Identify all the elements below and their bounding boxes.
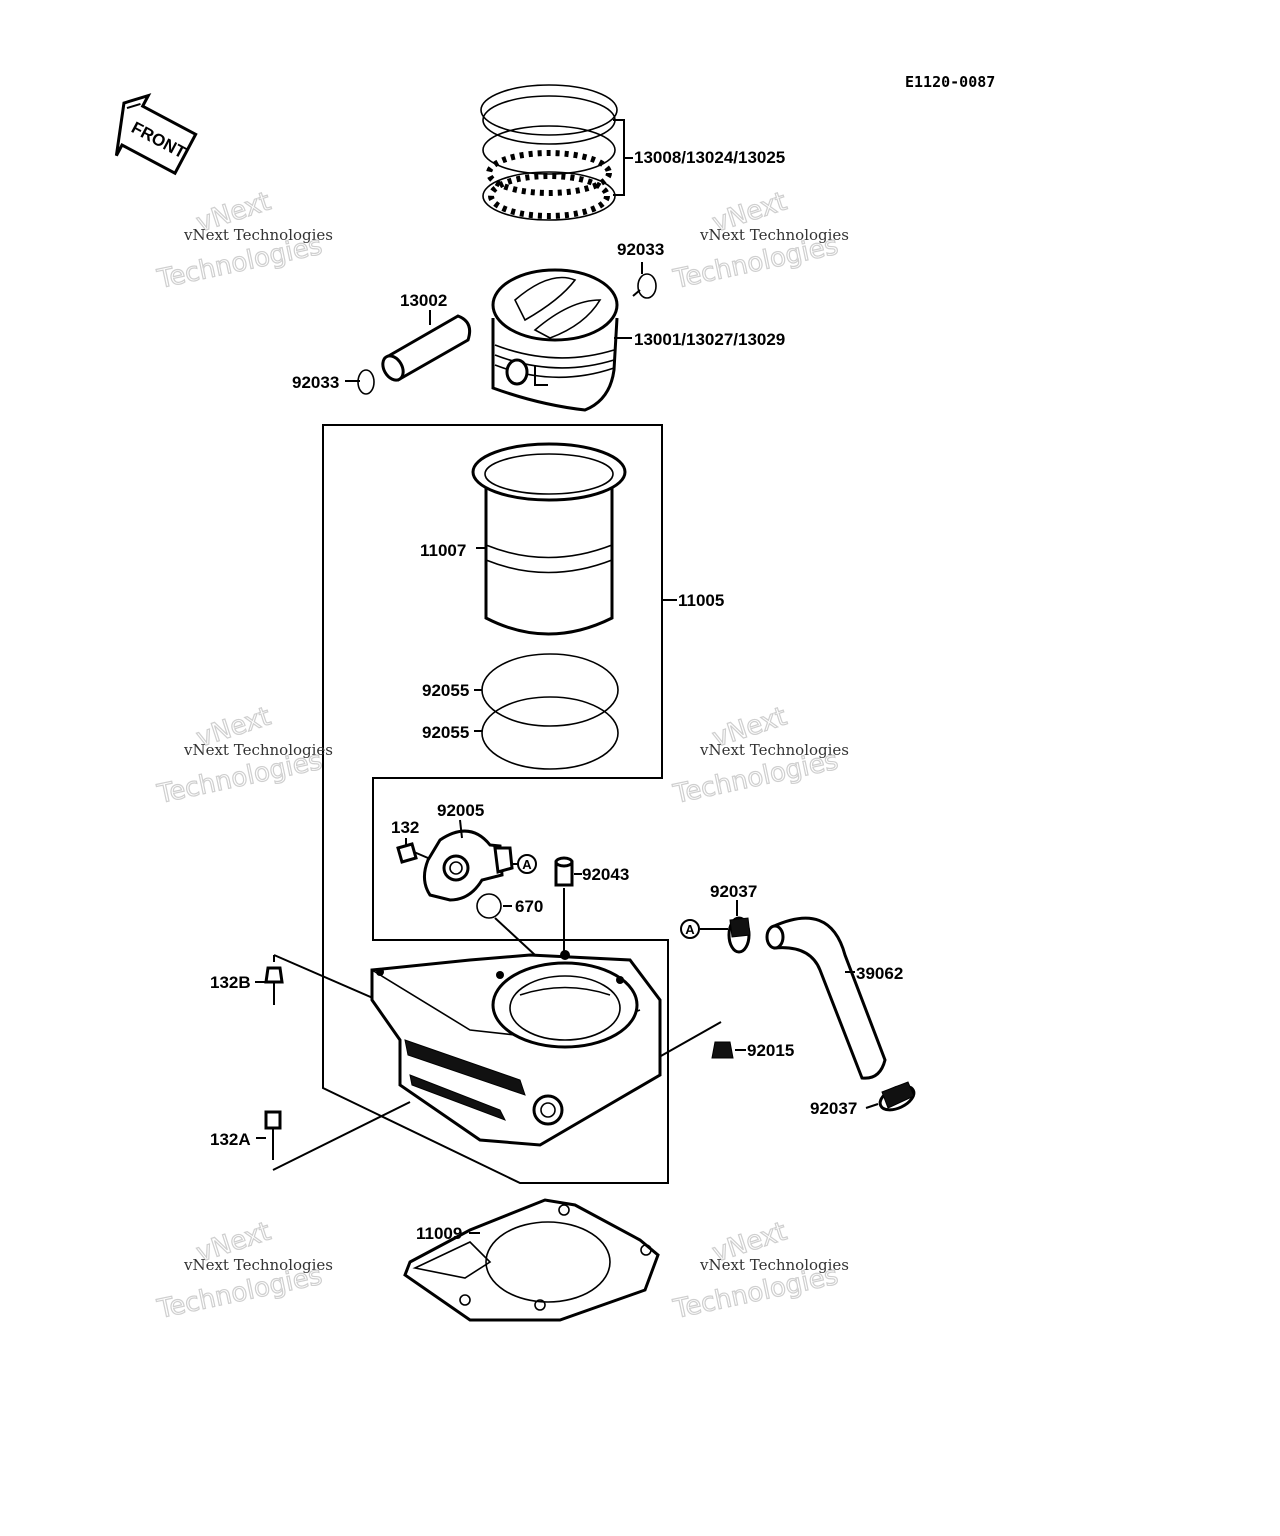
bolt-small <box>396 838 429 864</box>
reference-code: E1120-0087 <box>905 73 995 91</box>
watermark-4: vNext vNext Technologies Technologies <box>670 701 849 811</box>
bolt-132b <box>255 954 383 1005</box>
label-dowel: 92043 <box>582 865 629 884</box>
clamp-lower <box>865 1081 916 1112</box>
cylinder-sleeve <box>471 442 677 636</box>
cylinder-assembly-bracket <box>322 424 669 1184</box>
watermark-2: vNext vNext Technologies Technologies <box>670 186 849 296</box>
watermark-5: vNext vNext Technologies Technologies <box>154 1216 333 1326</box>
label-hose: 39062 <box>856 964 903 983</box>
svg-text:vNext Technologies: vNext Technologies <box>183 226 333 244</box>
svg-text:vNext Technologies: vNext Technologies <box>699 741 849 759</box>
base-gasket <box>403 1198 660 1322</box>
label-bolt-a: 132A <box>210 1130 251 1149</box>
label-gasket: 11009 <box>416 1224 462 1243</box>
label-oring-upper: 92055 <box>422 681 469 700</box>
watermark-6: vNext vNext Technologies Technologies <box>670 1216 849 1326</box>
dowel-pin <box>554 856 582 955</box>
label-clip-lower: 92033 <box>292 373 339 392</box>
watermark-3: vNext vNext Technologies Technologies <box>154 701 333 811</box>
label-piston-pin: 13002 <box>400 291 447 310</box>
label-fitting: 92005 <box>437 801 484 820</box>
label-oring-small: 670 <box>515 897 543 916</box>
callout-a-2: A <box>680 919 728 939</box>
piston-pin <box>381 310 472 382</box>
svg-text:vNext Technologies: vNext Technologies <box>699 226 849 244</box>
label-sleeve: 11007 <box>420 541 466 560</box>
piston-rings <box>480 84 633 221</box>
orings <box>474 653 619 770</box>
svg-text:vNext Technologies: vNext Technologies <box>183 1256 333 1274</box>
clip-lower <box>345 369 375 395</box>
label-clamp-lower: 92037 <box>810 1099 857 1118</box>
svg-text:A: A <box>522 857 532 872</box>
svg-text:A: A <box>685 922 695 937</box>
label-piston: 13001/13027/13029 <box>634 330 785 349</box>
label-bolt-small: 132 <box>391 818 419 837</box>
oring-small <box>476 893 536 956</box>
svg-text:vNext Technologies: vNext Technologies <box>183 741 333 759</box>
label-bolt-b: 132B <box>210 973 251 992</box>
bolt-132a <box>256 1101 411 1171</box>
label-cylinder: 11005 <box>678 591 724 610</box>
label-oring-lower: 92055 <box>422 723 469 742</box>
watermark-1: vNext vNext Technologies Technologies <box>154 186 333 296</box>
clip-upper <box>632 262 657 299</box>
svg-text:vNext Technologies: vNext Technologies <box>699 1256 849 1274</box>
label-clip-upper: 92033 <box>617 240 664 259</box>
label-clamp-upper: 92037 <box>710 882 757 901</box>
water-fitting <box>423 819 519 902</box>
callout-a-1: A <box>517 854 537 874</box>
clamp-upper <box>727 900 751 954</box>
cylinder-block <box>370 950 662 1147</box>
piston <box>491 268 632 412</box>
front-arrow-icon: FRONT <box>114 93 198 176</box>
label-rings: 13008/13024/13025 <box>634 148 785 167</box>
coolant-hose <box>765 916 887 1080</box>
label-nut: 92015 <box>747 1041 794 1060</box>
